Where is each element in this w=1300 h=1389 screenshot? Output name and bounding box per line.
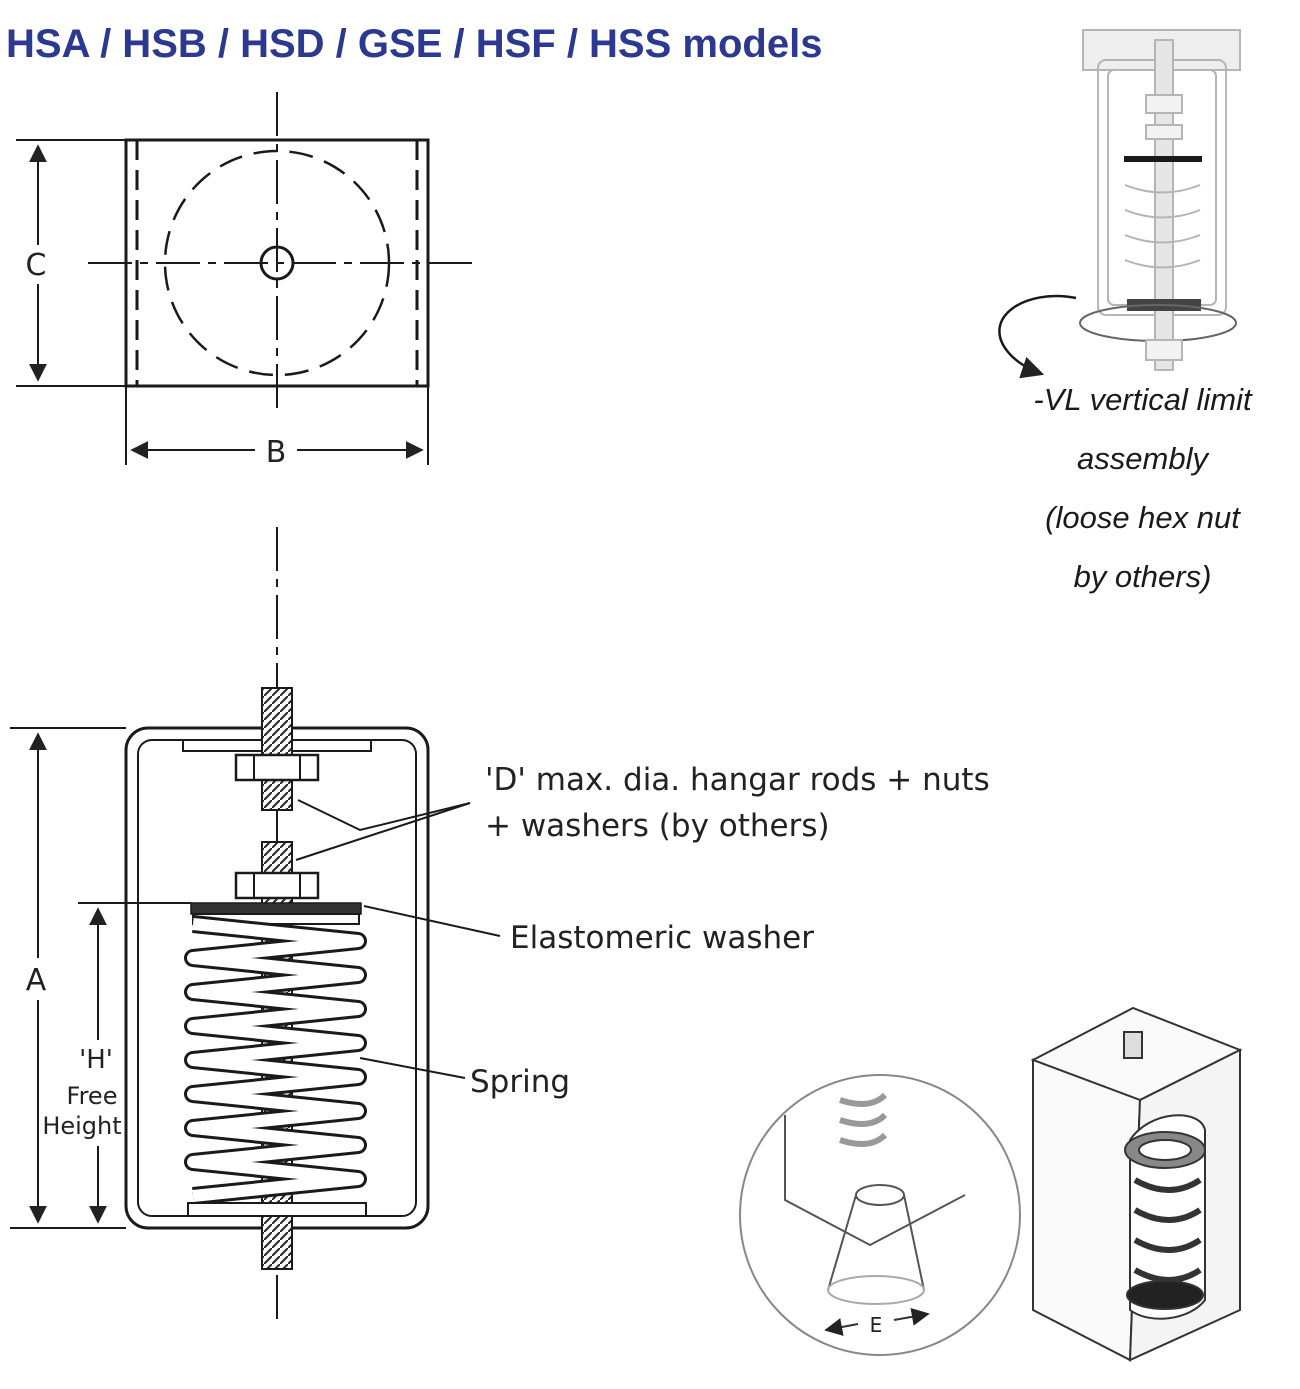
upper-rod bbox=[261, 687, 293, 811]
iso-rod-end bbox=[1123, 1031, 1143, 1059]
callout-spring: Spring bbox=[470, 1064, 570, 1100]
leader-elastomeric bbox=[363, 905, 501, 937]
page-title: HSA / HSB / HSD / GSE / HSF / HSS models bbox=[6, 22, 823, 66]
top-view bbox=[16, 92, 475, 465]
vl-pointer-arrow bbox=[998, 294, 1077, 379]
upper-nut bbox=[234, 753, 320, 782]
vl-note-line4: by others) bbox=[1073, 559, 1212, 594]
elastomeric-washer bbox=[190, 902, 362, 915]
lower-nut bbox=[234, 871, 320, 900]
dimension-c-label: C bbox=[26, 248, 47, 283]
vl-assembly-sketch bbox=[1079, 29, 1241, 371]
dimension-e-line bbox=[824, 1318, 859, 1336]
leader-d-lower bbox=[295, 802, 471, 861]
detail-circle bbox=[739, 1074, 1021, 1356]
dimension-a-label: A bbox=[26, 963, 47, 998]
free-label: Free bbox=[67, 1082, 118, 1110]
callout-elastomeric-washer: Elastomeric washer bbox=[510, 920, 814, 956]
bottom-washer-plate bbox=[187, 1202, 367, 1217]
detail-hole-top bbox=[855, 1184, 905, 1206]
vl-rod bbox=[1154, 39, 1174, 371]
isometric-housing bbox=[1030, 1006, 1243, 1362]
dimension-b-label: B bbox=[266, 435, 287, 470]
dimension-e-label: E bbox=[870, 1313, 883, 1337]
callout-d-line1: 'D' max. dia. hangar rods + nuts bbox=[485, 762, 990, 798]
leader-spring bbox=[359, 1057, 466, 1079]
side-view bbox=[10, 527, 501, 1322]
leader-d-upper bbox=[297, 799, 471, 832]
vl-note-line3: (loose hex nut bbox=[1045, 500, 1240, 535]
callout-d-line2: + washers (by others) bbox=[485, 808, 830, 844]
height-label: Height bbox=[42, 1112, 121, 1140]
vl-note-line2: assembly bbox=[1077, 441, 1208, 476]
vl-note-line1: -VL vertical limit bbox=[1033, 382, 1252, 417]
dimension-h-label: 'H' bbox=[79, 1045, 113, 1075]
